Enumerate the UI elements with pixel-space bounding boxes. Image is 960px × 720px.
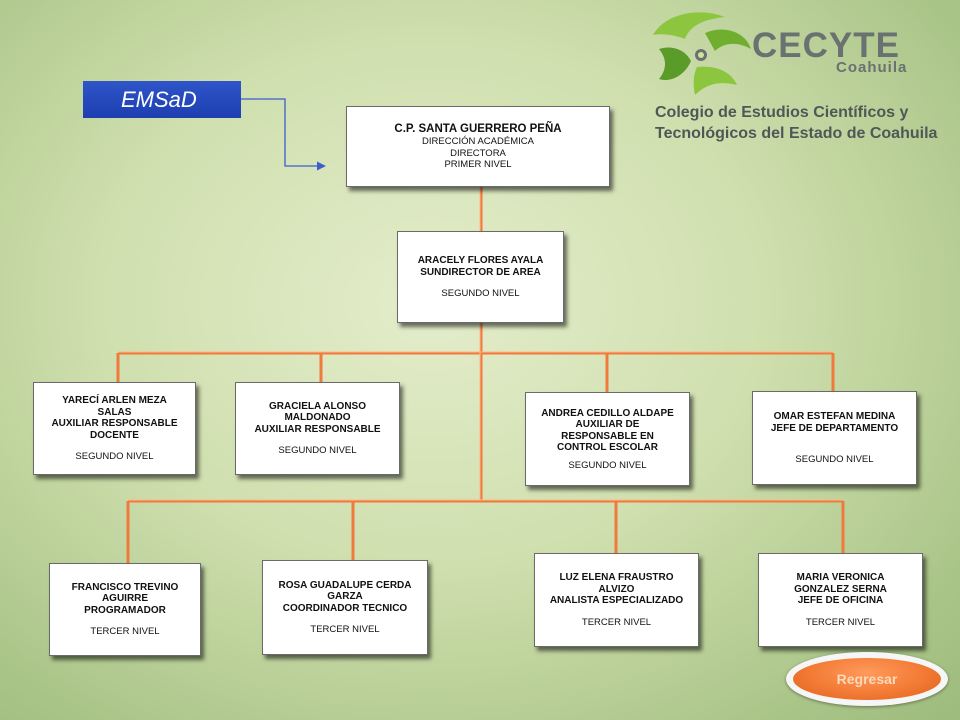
- institution-line-2: Tecnológicos del Estado de Coahuila: [655, 125, 938, 142]
- person-name-line: YARECÍ ARLEN MEZA: [62, 395, 167, 406]
- third-level-box-2: ROSA GUADALUPE CERDA GARZA COORDINADOR T…: [262, 560, 428, 655]
- person-level: TERCER NIVEL: [581, 616, 652, 628]
- person-role-line: ANALISTA ESPECIALIZADO: [549, 595, 684, 607]
- person-role-line: AUXILIAR DE: [575, 419, 640, 430]
- person-level: SEGUNDO NIVEL: [795, 454, 874, 465]
- third-level-box-1: FRANCISCO TREVINO AGUIRRE PROGRAMADOR TE…: [49, 563, 201, 656]
- director-level: PRIMER NIVEL: [444, 159, 512, 171]
- person-name-line: GARZA: [327, 591, 363, 603]
- institution-name: Colegio de Estudios Científicos y Tecnol…: [655, 102, 955, 144]
- logo-wordmark: CECYTE: [752, 26, 900, 65]
- person-name-line: ROSA GUADALUPE CERDA: [278, 579, 412, 591]
- emsad-label: EMSaD: [121, 86, 197, 112]
- person-name-line: ANDREA CEDILLO ALDAPE: [541, 407, 674, 419]
- person-name-line: MARIA VERONICA: [796, 572, 885, 584]
- person-role-line: JEFE DE DEPARTAMENTO: [770, 422, 899, 434]
- arrow-head-icon: [317, 161, 326, 171]
- director-box: C.P. SANTA GUERRERO PEÑA DIRECCIÓN ACADÉ…: [346, 106, 610, 187]
- person-role-line: CONTROL ESCOLAR: [557, 442, 658, 453]
- person-name-line: AGUIRRE: [101, 593, 149, 605]
- person-level: TERCER NIVEL: [90, 626, 160, 638]
- emsad-arrow-line: [241, 98, 318, 167]
- third-level-box-3: LUZ ELENA FRAUSTRO ALVIZO ANALISTA ESPEC…: [534, 553, 699, 647]
- second-level-box-2: GRACIELA ALONSO MALDONADO AUXILIAR RESPO…: [235, 382, 400, 475]
- back-button[interactable]: Regresar: [786, 652, 948, 706]
- director-name: C.P. SANTA GUERRERO PEÑA: [394, 123, 562, 136]
- subdirector-name: ARACELY FLORES AYALA: [417, 255, 544, 266]
- person-level: SEGUNDO NIVEL: [278, 445, 357, 457]
- back-button-label[interactable]: Regresar: [793, 658, 941, 700]
- person-role-line: AUXILIAR RESPONSABLE: [254, 423, 381, 435]
- second-level-box-1: YARECÍ ARLEN MEZA SALAS AUXILIAR RESPONS…: [33, 382, 196, 475]
- second-level-box-4: OMAR ESTEFAN MEDINA JEFE DE DEPARTAMENTO…: [752, 391, 917, 485]
- director-role: DIRECTORA: [450, 147, 506, 159]
- person-name-line: SALAS: [97, 406, 132, 418]
- person-name-line: FRANCISCO TREVINO: [71, 581, 179, 593]
- person-role-line: DOCENTE: [90, 429, 139, 441]
- person-name-line: ALVIZO: [598, 583, 635, 595]
- logo-region: Coahuila: [836, 59, 908, 76]
- director-area: DIRECCIÓN ACADÉMICA: [422, 136, 534, 148]
- person-role-line: PROGRAMADOR: [84, 604, 166, 616]
- person-level: SEGUNDO NIVEL: [75, 451, 154, 462]
- person-level: SEGUNDO NIVEL: [568, 459, 647, 471]
- subdirector-level: SEGUNDO NIVEL: [441, 288, 520, 299]
- subdirector-box: ARACELY FLORES AYALA SUNDIRECTOR DE AREA…: [397, 231, 564, 323]
- person-role-line: JEFE DE OFICINA: [797, 595, 884, 607]
- emsad-badge: EMSaD: [83, 81, 241, 118]
- second-level-box-3: ANDREA CEDILLO ALDAPE AUXILIAR DE RESPON…: [525, 392, 690, 486]
- person-level: TERCER NIVEL: [805, 616, 876, 628]
- person-name-line: GONZALEZ SERNA: [794, 583, 887, 595]
- third-level-box-4: MARIA VERONICA GONZALEZ SERNA JEFE DE OF…: [758, 553, 923, 647]
- person-name-line: GRACIELA ALONSO: [268, 400, 367, 412]
- person-name-line: MALDONADO: [284, 412, 351, 424]
- person-name-line: OMAR ESTEFAN MEDINA: [773, 411, 896, 422]
- person-role-line: COORDINADOR TECNICO: [282, 602, 408, 614]
- institution-line-1: Colegio de Estudios Científicos y: [655, 104, 909, 121]
- person-role-line: RESPONSABLE EN: [561, 430, 654, 442]
- person-level: TERCER NIVEL: [310, 624, 380, 636]
- person-role-line: AUXILIAR RESPONSABLE: [51, 418, 178, 429]
- cecyte-logo-icon: [653, 12, 751, 95]
- person-name-line: LUZ ELENA FRAUSTRO: [559, 572, 674, 584]
- subdirector-role: SUNDIRECTOR DE AREA: [420, 266, 541, 278]
